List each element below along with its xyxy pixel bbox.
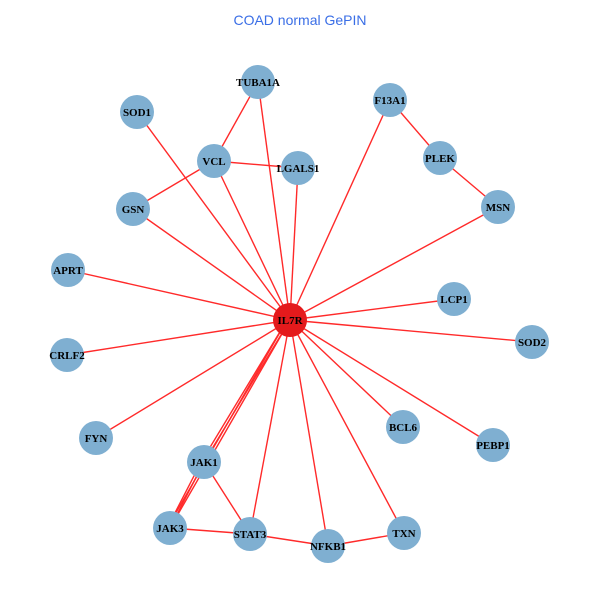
node-msn[interactable]: MSN xyxy=(481,190,515,224)
node-label: VCL xyxy=(202,156,225,168)
node-circle xyxy=(79,421,113,455)
node-gsn[interactable]: GSN xyxy=(116,192,150,226)
node-label: JAK3 xyxy=(156,523,184,535)
node-circle xyxy=(423,141,457,175)
node-label: PEBP1 xyxy=(476,440,510,452)
node-il7r[interactable]: IL7R xyxy=(273,303,307,337)
edge-il7r-stat3 xyxy=(249,319,291,535)
node-circle xyxy=(50,338,84,372)
node-circle xyxy=(273,303,307,337)
node-plek[interactable]: PLEK xyxy=(423,141,457,175)
node-label: TUBA1A xyxy=(236,77,280,89)
node-label: APRT xyxy=(53,265,83,277)
edge-il7r-tuba1a xyxy=(257,81,291,321)
node-label: MSN xyxy=(486,202,511,214)
node-label: FYN xyxy=(85,433,108,445)
node-circle xyxy=(311,529,345,563)
node-circle xyxy=(233,517,267,551)
node-circle xyxy=(373,83,407,117)
node-nfkb1[interactable]: NFKB1 xyxy=(310,529,346,563)
node-sod1[interactable]: SOD1 xyxy=(120,95,154,129)
node-label: CRLF2 xyxy=(49,350,85,362)
edge-il7r-sod1 xyxy=(136,111,291,321)
node-fyn[interactable]: FYN xyxy=(79,421,113,455)
node-txn[interactable]: TXN xyxy=(387,516,421,550)
node-circle xyxy=(437,282,471,316)
node-circle xyxy=(120,95,154,129)
node-circle xyxy=(387,516,421,550)
node-bcl6[interactable]: BCL6 xyxy=(386,410,420,444)
node-aprt[interactable]: APRT xyxy=(51,253,85,287)
edge-il7r-msn xyxy=(289,206,499,321)
node-label: LGALS1 xyxy=(277,163,320,175)
edge-il7r-nfkb1 xyxy=(289,319,329,547)
node-circle xyxy=(481,190,515,224)
edge-il7r-f13a1 xyxy=(289,99,391,321)
edge-il7r-crlf2 xyxy=(66,319,291,356)
edge-il7r-jak3 xyxy=(167,318,289,528)
node-circle xyxy=(116,192,150,226)
node-lgals1[interactable]: LGALS1 xyxy=(277,151,320,185)
node-label: TXN xyxy=(392,528,415,540)
node-jak1[interactable]: JAK1 xyxy=(187,445,221,479)
node-label: IL7R xyxy=(277,315,303,327)
node-circle xyxy=(241,65,275,99)
node-label: PLEK xyxy=(425,153,455,165)
node-circle xyxy=(187,445,221,479)
node-stat3[interactable]: STAT3 xyxy=(233,517,267,551)
edge-il7r-lcp1 xyxy=(289,298,455,321)
edge-il7r-gsn xyxy=(132,208,291,321)
edge-il7r-aprt xyxy=(67,269,291,321)
node-label: LCP1 xyxy=(440,294,468,306)
node-circle xyxy=(51,253,85,287)
node-label: SOD2 xyxy=(518,337,547,349)
node-jak3[interactable]: JAK3 xyxy=(153,511,187,545)
node-crlf2[interactable]: CRLF2 xyxy=(49,338,85,372)
node-circle xyxy=(153,511,187,545)
edge-il7r-lgals1 xyxy=(289,167,299,321)
edge-il7r-txn xyxy=(289,319,405,534)
node-circle xyxy=(281,151,315,185)
node-f13a1[interactable]: F13A1 xyxy=(373,83,407,117)
edge-il7r-jak3 xyxy=(169,319,291,529)
node-label: GSN xyxy=(122,204,145,216)
node-circle xyxy=(386,410,420,444)
node-circle xyxy=(515,325,549,359)
node-label: JAK1 xyxy=(190,457,218,469)
edge-il7r-sod2 xyxy=(289,319,533,343)
node-label: BCL6 xyxy=(389,422,418,434)
node-sod2[interactable]: SOD2 xyxy=(515,325,549,359)
edge-il7r-vcl xyxy=(213,160,291,321)
node-circle xyxy=(476,428,510,462)
figure-title: COAD normal GePIN xyxy=(233,12,367,28)
edge-il7r-fyn xyxy=(95,319,291,439)
node-tuba1a[interactable]: TUBA1A xyxy=(236,65,280,99)
node-label: SOD1 xyxy=(123,107,151,119)
node-vcl[interactable]: VCL xyxy=(197,144,231,178)
node-label: F13A1 xyxy=(374,95,405,107)
node-label: NFKB1 xyxy=(310,541,346,553)
node-circle xyxy=(197,144,231,178)
edge-il7r-pebp1 xyxy=(289,319,494,446)
node-pebp1[interactable]: PEBP1 xyxy=(476,428,510,462)
node-lcp1[interactable]: LCP1 xyxy=(437,282,471,316)
node-label: STAT3 xyxy=(234,529,267,541)
edge-il7r-bcl6 xyxy=(289,319,404,428)
